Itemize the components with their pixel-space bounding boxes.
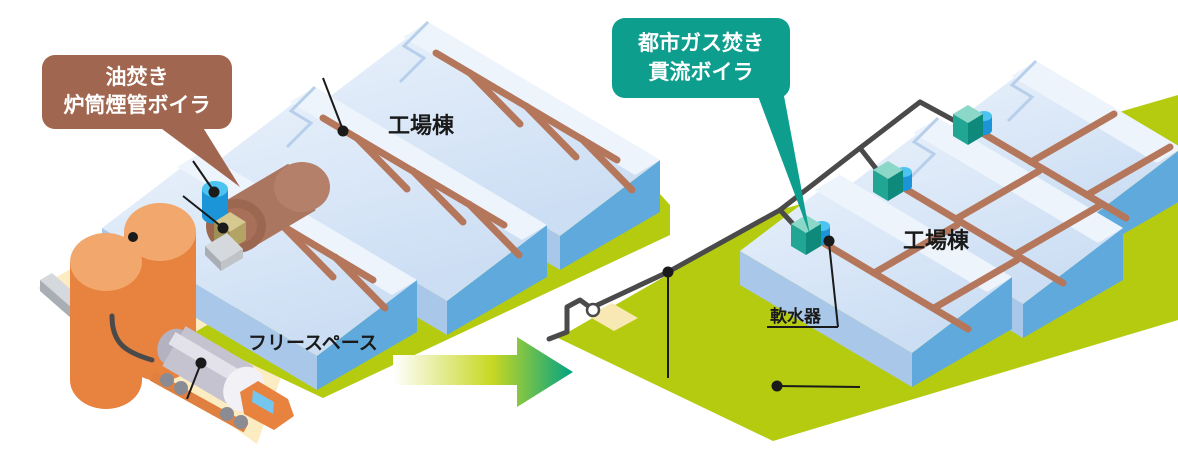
truck-wheel xyxy=(220,407,234,421)
truck-wheel xyxy=(160,373,174,387)
oil-boiler-callout-line1: 油焚き xyxy=(106,65,169,89)
leader-lines-before xyxy=(182,77,349,400)
truck-windshield xyxy=(252,390,274,414)
factory-label-before: 工場棟 xyxy=(388,113,455,138)
leader-lines-after xyxy=(662,235,861,392)
gas-boiler-units xyxy=(791,105,992,255)
fuel-hose xyxy=(109,313,155,363)
softener-label: 軟水器 xyxy=(770,306,822,326)
gas-meter xyxy=(585,302,601,318)
steam-pipes-after xyxy=(818,110,1174,333)
transition-arrow xyxy=(393,337,573,407)
tank-marker-dot xyxy=(128,232,138,242)
meter-pad xyxy=(588,303,638,331)
free-space-label: フリースペース xyxy=(248,333,378,354)
boiler-rear-cap xyxy=(274,162,330,212)
boiler-unit xyxy=(873,161,912,201)
boiler-unit xyxy=(953,105,992,145)
gas-boiler-callout: 都市ガス焚き 貫流ボイラ xyxy=(612,18,810,235)
oil-boiler-callout-line2: 炉筒煙管ボイラ xyxy=(64,93,211,117)
equipment-wall xyxy=(205,233,243,271)
factory-label-after: 工場棟 xyxy=(903,228,970,253)
gas-boiler-callout-line1: 都市ガス焚き xyxy=(637,31,764,55)
tank-truck xyxy=(149,326,294,433)
oil-tanks xyxy=(70,203,196,409)
callout-box xyxy=(612,18,790,98)
site-after: 工場棟 軟水器 都市ガス焚き 貫流ボイラ xyxy=(546,18,1178,441)
oil-boiler-callout: 油焚き 炉筒煙管ボイラ xyxy=(42,55,240,187)
factory-buildings-before xyxy=(102,20,660,390)
truck-wheel xyxy=(234,415,248,429)
oil-tank xyxy=(70,233,142,409)
site-before: 工場棟 フリースペース 油焚き 炉筒煙管ボイラ xyxy=(38,20,670,444)
callout-tail xyxy=(758,96,810,235)
gas-boiler-callout-line2: 貫流ボイラ xyxy=(649,60,754,84)
callout-box xyxy=(42,55,232,129)
truck-wheel xyxy=(174,381,188,395)
factory-buildings-after xyxy=(740,59,1178,387)
callout-tail xyxy=(158,126,240,187)
